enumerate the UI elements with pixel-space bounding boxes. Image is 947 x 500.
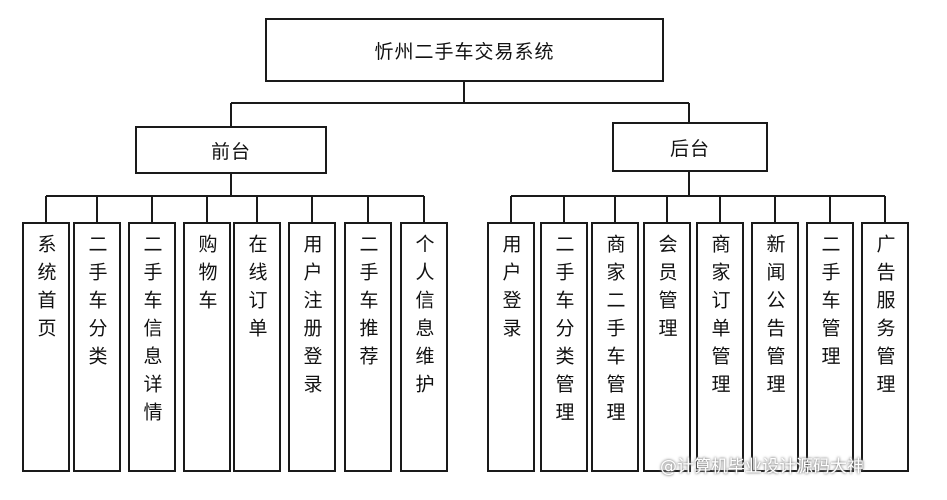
system-title: 忻州二手车交易系统 (374, 40, 555, 63)
backend-module-7: 二手车管理 (806, 222, 854, 472)
frontend-box: 前台 (135, 126, 327, 174)
backend-module-5: 商家订单管理 (696, 222, 744, 472)
frontend-module-5: 在线订单 (233, 222, 281, 472)
system-title-box: 忻州二手车交易系统 (265, 18, 664, 82)
watermark-text: @计算机毕业设计源码大神 (660, 457, 864, 477)
backend-module-6: 新闻公告管理 (751, 222, 799, 472)
backend-box: 后台 (612, 122, 768, 172)
backend-module-1: 用户登录 (487, 222, 535, 472)
backend-label: 后台 (669, 137, 710, 160)
frontend-module-8: 个人信息维护 (400, 222, 448, 472)
backend-module-3: 商家二手车管理 (591, 222, 639, 472)
backend-module-8: 广告服务管理 (861, 222, 909, 472)
frontend-module-7: 二手车推荐 (344, 222, 392, 472)
frontend-module-3: 二手车信息详情 (128, 222, 176, 472)
frontend-module-4: 购物车 (183, 222, 231, 472)
frontend-module-1: 系统首页 (22, 222, 70, 472)
backend-module-4: 会员管理 (643, 222, 691, 472)
frontend-module-6: 用户注册登录 (288, 222, 336, 472)
frontend-label: 前台 (210, 140, 251, 163)
backend-module-2: 二手车分类管理 (540, 222, 588, 472)
frontend-module-2: 二手车分类 (73, 222, 121, 472)
